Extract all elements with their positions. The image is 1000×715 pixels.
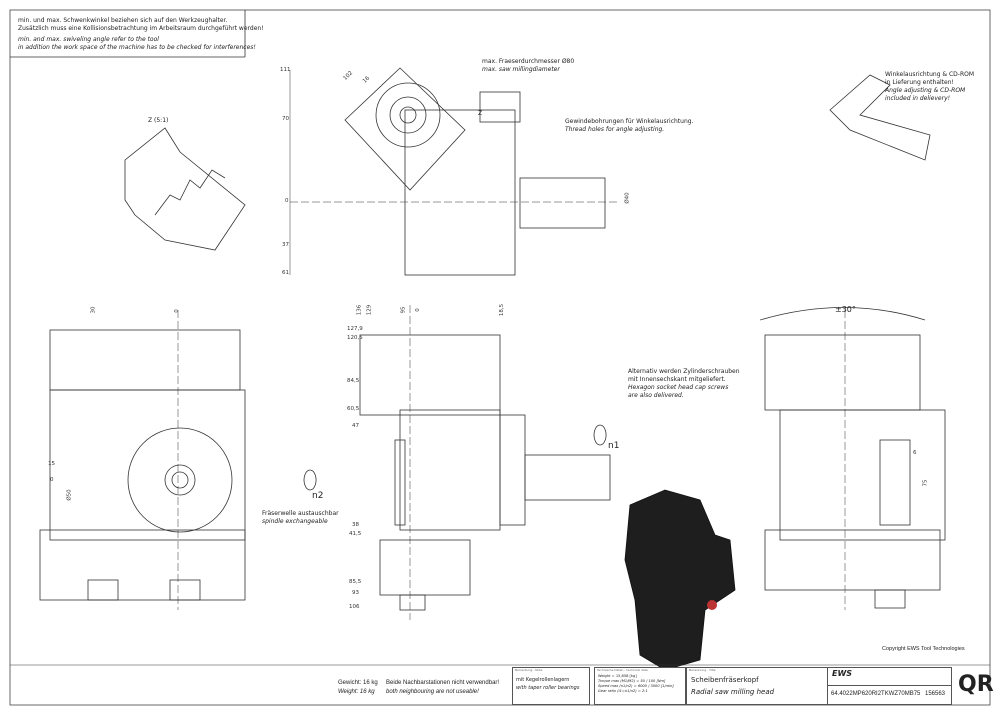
- callout-angle-de-1: Winkelausrichtung & CD-ROM: [885, 71, 975, 78]
- bearing-de: mit Kegelrollenlagern: [516, 677, 570, 683]
- qr-label: QR: [958, 672, 994, 697]
- dim: 38: [352, 522, 359, 528]
- bearing-en: with taper roller bearings: [516, 685, 580, 691]
- callout-screw-de-1: Alternativ werden Zylinderschrauben: [628, 368, 740, 375]
- ews-logo: EWS: [832, 669, 853, 678]
- neighbour-de: Beide Nachbarstationen nicht verwendbar!: [386, 680, 500, 686]
- title-en: Radial saw milling head: [691, 688, 775, 696]
- dim: 61: [282, 270, 289, 276]
- dim: 84,5: [347, 378, 360, 384]
- neighbour-en: both neighbouring are not useable!: [386, 689, 479, 695]
- callout-screw-en-1: Hexagon socket head cap screws: [628, 384, 729, 391]
- note-en-2: in addition the work space of the machin…: [18, 44, 256, 51]
- tech-weight: Weight = 15,858 [kg]: [598, 674, 637, 678]
- tech-torque: Torque max (M1/M2) = 50 / 100 [Nm]: [598, 679, 666, 683]
- part-number: 64.4022MP620RI2TKWZ70MB75: [831, 691, 921, 697]
- weight-de: Gewicht: 16 kg: [338, 680, 378, 686]
- dim: 120,5: [347, 335, 363, 341]
- title-block: Benennung - Title Scheibenfräserkopf Rad…: [686, 667, 952, 705]
- dim: 30: [90, 306, 97, 314]
- swivel-angle: ±30°: [835, 305, 856, 314]
- callout-angle-en-2: included in delievery!: [885, 95, 951, 102]
- dim: 136: [356, 304, 363, 316]
- drawing-number: 156563: [925, 691, 946, 697]
- copyright: Copyright EWS Tool Technologies: [882, 646, 965, 652]
- dim: 6: [913, 450, 917, 456]
- dim: 129: [366, 304, 373, 316]
- dim: 0: [173, 309, 180, 313]
- note-de-2: Zusätzlich muss eine Kollisionsbetrachtu…: [18, 25, 264, 32]
- dim: 106: [349, 604, 360, 610]
- dim: 47: [352, 423, 359, 429]
- callout-spindle-en: spindle exchangeable: [262, 518, 328, 525]
- dim: 0: [50, 477, 54, 483]
- dim: 60,5: [347, 406, 360, 412]
- callout-angle-en-1: Angle adjusting & CD-ROM: [885, 87, 966, 94]
- rotation-n1: n1: [608, 441, 620, 451]
- dim: Ø50: [66, 489, 73, 501]
- dim: 37: [282, 242, 289, 248]
- callout-diameter-en: max. saw millingdiameter: [482, 66, 560, 73]
- dim: 111: [280, 67, 291, 73]
- callout-spindle-de: Fräserwelle austauschbar: [262, 510, 339, 517]
- dim: 70: [282, 116, 289, 122]
- dim: 75: [922, 479, 929, 487]
- dim: 0: [285, 198, 289, 204]
- dim: 18,5: [499, 303, 506, 317]
- title-header: Benennung - Title: [689, 668, 716, 672]
- rotation-n2: n2: [312, 491, 324, 501]
- tech-data-box: Technische Daten - technical data Weight…: [594, 667, 686, 705]
- note-box: Bemerkung - Note mit Kegelrollenlagern w…: [512, 667, 590, 705]
- dim: 41,5: [349, 531, 362, 537]
- detail-label: Z (5:1): [148, 117, 169, 124]
- callout-screw-en-2: are also delivered.: [628, 392, 684, 399]
- tech-speed: Speed max (n1/n2) = 6000 / 3000 [1/min]: [598, 684, 674, 688]
- note-en-1: min. and max. swiveling angle refer to t…: [18, 36, 159, 43]
- dim: 127,9: [347, 326, 363, 332]
- title-de: Scheibenfräserkopf: [691, 676, 759, 684]
- dim: 15: [48, 461, 55, 467]
- note-header: Bemerkung - Note: [515, 668, 543, 672]
- tech-gear: Gear ratio (i1=n1/n2) = 2:1: [598, 689, 648, 693]
- callout-screw-de-2: mit Innensechskant mitgeliefert.: [628, 376, 726, 383]
- callout-angle-de-2: in Lieferung enthalten!: [885, 79, 954, 86]
- callout-diameter-de: max. Fraeserdurchmesser Ø80: [482, 58, 575, 65]
- divider: [827, 668, 828, 704]
- callout-holes-en: Thread holes for angle adjusting.: [565, 126, 665, 133]
- z-mark: Z: [478, 110, 483, 117]
- weight-en: Weight: 16 kg: [338, 689, 375, 695]
- divider: [827, 685, 951, 686]
- tech-header: Technische Daten - technical data: [597, 668, 648, 672]
- dim: 0: [414, 308, 421, 312]
- dim: 93: [352, 590, 359, 596]
- dim: 85,5: [349, 579, 362, 585]
- dim: Ø40: [624, 192, 631, 204]
- dim: 95: [400, 306, 407, 314]
- note-de-1: min. und max. Schwenkwinkel beziehen sic…: [18, 17, 228, 24]
- callout-holes-de: Gewindebohrungen für Winkelausrichtung.: [565, 118, 694, 125]
